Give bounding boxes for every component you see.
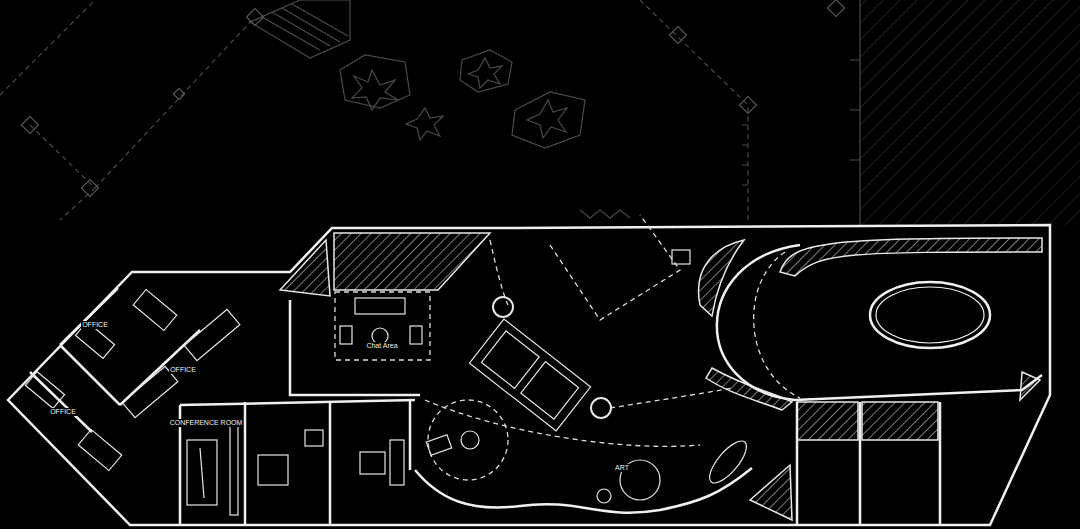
stair: [250, 0, 350, 58]
oval-stage: [876, 287, 984, 343]
dashed-zone: [550, 215, 680, 320]
dashed-line: [610, 388, 732, 408]
office-wall: [30, 288, 200, 432]
dashed-line: [754, 252, 800, 398]
desk: [184, 309, 240, 360]
grid-diamond: [82, 180, 99, 197]
dashed-line: [490, 240, 508, 305]
hatched-crescent: [699, 240, 744, 316]
walls: [8, 225, 1050, 525]
curved-room: [717, 245, 1042, 400]
chair-row: [230, 420, 238, 515]
grid-diamond: [173, 88, 184, 99]
table: [360, 452, 385, 474]
grid-diamond: [247, 9, 264, 26]
chair: [305, 430, 323, 446]
column-marks: [742, 125, 748, 185]
desk: [122, 366, 178, 417]
sofa-frame: [469, 319, 590, 431]
desk: [133, 289, 176, 330]
sketch-mark: [580, 210, 630, 218]
room-label: Chat Area: [365, 342, 398, 350]
sofa-cushion: [481, 331, 539, 388]
stool: [597, 489, 611, 503]
stair-tread: [262, 4, 348, 50]
room-label: OFFICE: [49, 408, 77, 416]
chair: [461, 431, 479, 449]
hatched-wall: [1020, 372, 1040, 400]
sofa-cushion: [521, 362, 579, 419]
sofa: [390, 440, 404, 485]
room-label: CONFERENCE ROOM: [169, 419, 244, 427]
grid-diamonds: [22, 0, 845, 196]
planter: [512, 92, 585, 148]
oval-stage: [870, 282, 990, 348]
dashed-circle: [428, 400, 508, 480]
column: [493, 297, 513, 317]
room-label: OFFICE: [169, 366, 197, 374]
dashed-zone: [335, 292, 430, 360]
hatched-curve: [780, 238, 1042, 276]
armchair: [340, 326, 352, 344]
desk: [78, 429, 121, 470]
armchair: [410, 326, 422, 344]
plant-symbol: [352, 70, 398, 110]
hatched-room: [797, 402, 858, 440]
hatched-block: [334, 233, 490, 290]
column: [591, 398, 611, 418]
plant-symbol: [468, 58, 502, 88]
furniture: [25, 250, 752, 515]
conference-table: [187, 440, 217, 505]
grid-diamond: [740, 97, 757, 114]
dashed-line: [640, 0, 748, 220]
curved-wall: [415, 468, 752, 513]
inner-wall: [180, 400, 415, 405]
dashed-zones: [335, 215, 800, 480]
dashed-line: [30, 125, 95, 220]
planter: [340, 55, 410, 108]
dashed-line: [0, 0, 95, 95]
chair: [672, 250, 690, 264]
room-label: ART: [614, 464, 630, 472]
grid-diamond: [22, 117, 39, 134]
room-wall: [797, 402, 940, 525]
room-label: OFFICE: [81, 321, 109, 329]
desk: [426, 435, 451, 456]
hatched-room: [862, 402, 938, 440]
sofa: [469, 319, 590, 431]
dashed-line: [95, 17, 255, 188]
hatched-crescent: [706, 368, 792, 410]
desk: [25, 372, 64, 409]
hatched-elements: [280, 233, 1042, 520]
outer-wall: [8, 225, 1050, 525]
hatched-zone: [860, 0, 1080, 225]
oval-table: [704, 436, 753, 489]
sofa: [355, 298, 405, 314]
grid-diamond: [828, 0, 845, 16]
table-line: [200, 448, 204, 498]
hatched-wall: [280, 240, 330, 296]
plant-symbol: [527, 100, 567, 138]
planter: [460, 50, 512, 92]
site-context: [0, 0, 1080, 225]
desk: [75, 322, 114, 359]
column-line: [850, 0, 860, 225]
table: [258, 455, 288, 485]
hatched-wall: [750, 465, 792, 520]
grid-diamond: [670, 27, 687, 44]
plant-symbol: [406, 108, 443, 140]
